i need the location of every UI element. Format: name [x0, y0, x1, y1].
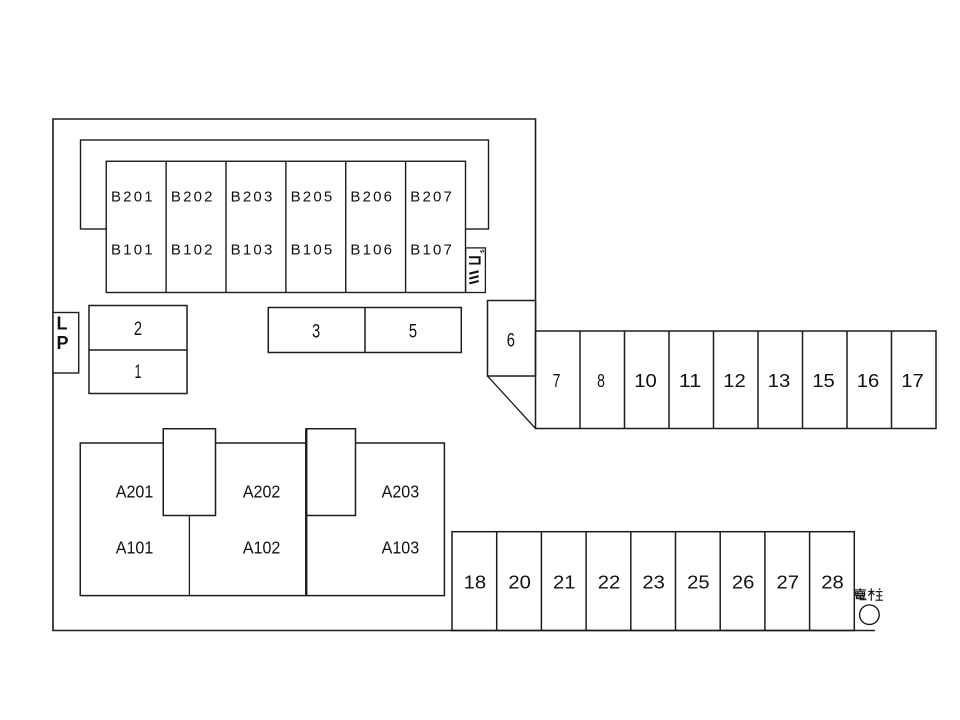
svg-text:20: 20	[508, 573, 531, 593]
svg-text:L: L	[57, 314, 68, 334]
svg-text:23: 23	[642, 573, 665, 593]
svg-text:B101: B101	[111, 241, 155, 258]
svg-text:5: 5	[409, 322, 417, 343]
svg-text:3: 3	[312, 322, 320, 343]
svg-text:2: 2	[134, 319, 142, 340]
svg-text:10: 10	[634, 371, 657, 391]
svg-text:7: 7	[553, 371, 561, 391]
svg-text:15: 15	[812, 371, 835, 391]
svg-text:28: 28	[821, 573, 844, 593]
svg-text:B107: B107	[410, 241, 454, 258]
svg-text:B203: B203	[231, 188, 275, 205]
svg-text:26: 26	[732, 573, 755, 593]
svg-text:16: 16	[857, 371, 880, 391]
svg-text:11: 11	[679, 371, 702, 391]
svg-text:27: 27	[777, 573, 800, 593]
svg-text:12: 12	[723, 371, 746, 391]
svg-text:B103: B103	[231, 241, 275, 258]
svg-text:A201: A201	[116, 482, 154, 502]
svg-text:6: 6	[507, 330, 515, 351]
svg-text:A202: A202	[243, 482, 281, 502]
svg-text:25: 25	[687, 573, 710, 593]
svg-text:22: 22	[598, 573, 621, 593]
svg-text:B202: B202	[171, 188, 215, 205]
svg-text:A103: A103	[382, 538, 420, 558]
svg-text:13: 13	[768, 371, 791, 391]
svg-text:B106: B106	[350, 241, 394, 258]
svg-text:A203: A203	[382, 482, 420, 502]
svg-text:B207: B207	[410, 188, 454, 205]
svg-text:B201: B201	[111, 188, 155, 205]
svg-text:B205: B205	[291, 188, 335, 205]
svg-text:8: 8	[597, 371, 605, 391]
svg-text:P: P	[57, 333, 69, 353]
svg-text:B102: B102	[171, 241, 215, 258]
svg-text:B105: B105	[291, 241, 335, 258]
svg-text:A101: A101	[116, 538, 154, 558]
svg-text:17: 17	[901, 371, 924, 391]
svg-text:1: 1	[135, 362, 142, 383]
svg-text:A102: A102	[243, 538, 281, 558]
svg-text:B206: B206	[350, 188, 394, 205]
svg-text:21: 21	[553, 573, 576, 593]
svg-text:18: 18	[464, 573, 487, 593]
